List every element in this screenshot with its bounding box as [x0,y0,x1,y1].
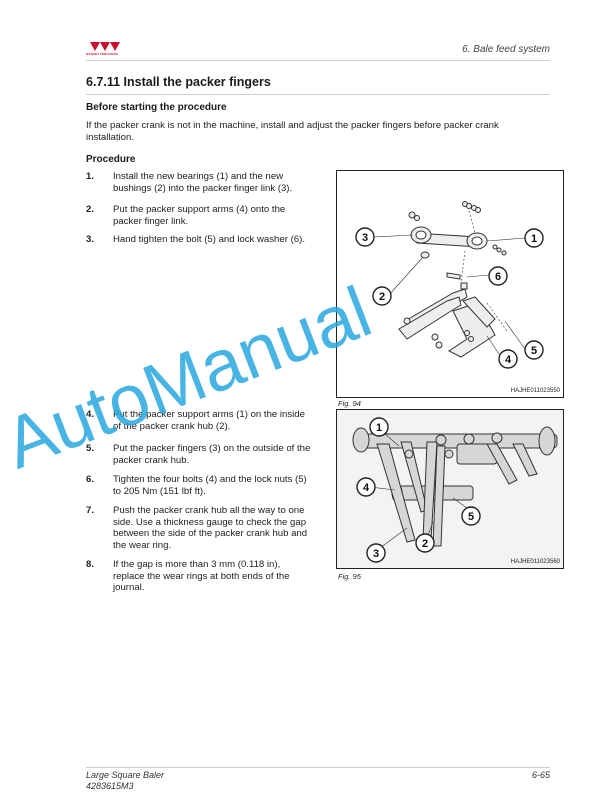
footer-doc-number: 4283615M3 [86,781,134,791]
triple-triangle-logo-icon [90,42,120,51]
callout-label: 3 [362,232,368,244]
callout-label: 1 [531,233,537,245]
callout-circle [461,506,481,526]
callout-label: 4 [363,482,370,494]
callout-label: 3 [373,548,379,560]
figure-94: 3 1 6 2 5 4 HAJHE011023550 [336,170,564,398]
step-item: 4. Put the packer support arms (1) on th… [86,409,305,432]
packer-crank-hub-illustration: 1 4 5 2 3 [337,410,563,568]
callout-label: 6 [495,271,501,283]
before-title: Before starting the procedure [86,102,227,113]
step-item: 2. Put the packer support arms (4) onto … [86,204,286,227]
figure-caption: Fig. 95 [338,572,361,581]
callout-label: 4 [505,354,512,366]
figure-95: 1 4 5 2 3 HAJHE011023560 [336,409,564,569]
callout-label: 1 [376,422,382,434]
callout-circle [356,477,376,497]
step-item: 7. Push the packer crank hub all the way… [86,505,308,551]
callout-circle [498,349,518,369]
brand-logo: MASSEY FERGUSON [86,42,126,58]
page-number: 6-65 [531,770,550,780]
brand-text: MASSEY FERGUSON [86,52,118,56]
packer-finger-exploded-illustration: 3 1 6 2 5 4 [355,201,544,369]
footer-divider [86,767,550,768]
page-title: 6.7.11 Install the packer fingers [86,75,271,89]
step-item: 8. If the gap is more than 3 mm (0.118 i… [86,559,290,593]
figure-caption: Fig. 94 [338,399,361,408]
footer-left: Large Square Baler 4283615M3 [86,770,164,792]
callout-label: 2 [379,291,385,303]
callout-circle [488,266,508,286]
step-item: 3. Hand tighten the bolt (5) and lock wa… [86,234,305,245]
figure-code: HAJHE011023550 [510,388,560,394]
procedure-title: Procedure [86,154,136,165]
footer-title: Large Square Baler [86,770,165,780]
figure-code: HAJHE011023560 [510,559,560,565]
callout-label: 2 [422,538,428,550]
callout-circle [372,286,392,306]
callout-circle [524,228,544,248]
step-item: 5. Put the packer fingers (3) on the out… [86,443,311,466]
step-item: 6. Tighten the four bolts (4) and the lo… [86,474,307,497]
callout-circle [355,227,375,247]
before-text: If the packer crank is not in the machin… [86,120,499,143]
callout-label: 5 [531,345,537,357]
callout-circle [524,340,544,360]
callout-label: 5 [468,511,474,523]
callout-circle [369,417,389,437]
callout-circle [366,543,386,563]
title-divider [86,94,550,95]
header-divider [86,60,550,61]
callout-circle [415,533,435,553]
step-item: 1. Install the new bearings (1) and the … [86,171,293,194]
section-header: 6. Bale feed system [462,44,550,55]
